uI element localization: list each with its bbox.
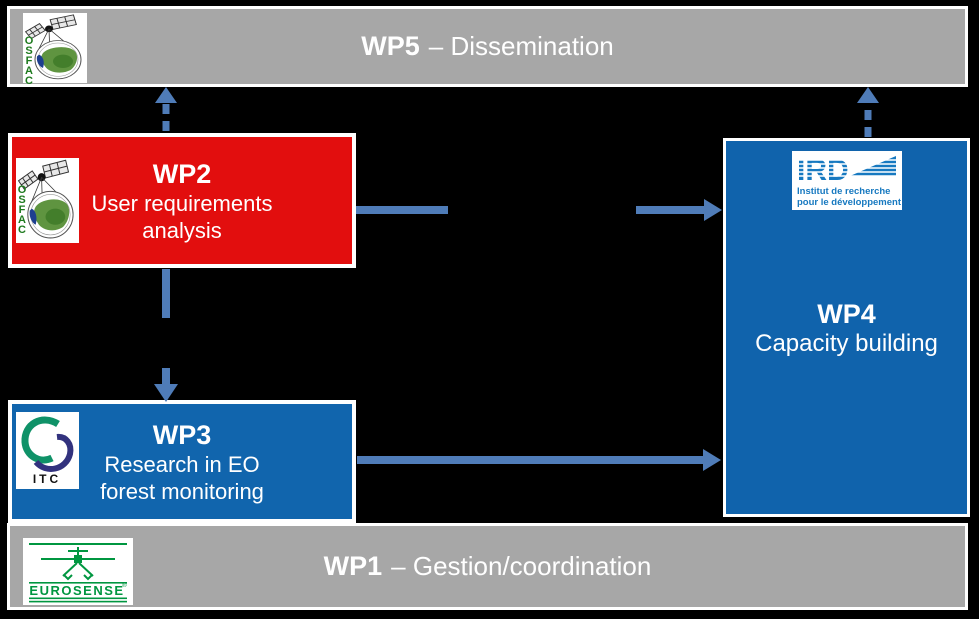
arrow-wp4-to-wp5: [857, 87, 879, 137]
osfac-logo-text: OSFAC: [23, 34, 35, 85]
wp3-subtitle-line1: Research in EO: [104, 451, 260, 477]
wp5-title: WP5 – Dissemination: [361, 31, 614, 62]
osfac-logo-text: OSFAC: [16, 184, 28, 235]
wp3-box: ITC WP3 Research in EO forest monitoring: [8, 400, 356, 523]
wp1-title-bold: WP1: [323, 551, 383, 581]
satellite-globe-icon: [24, 14, 82, 80]
ird-subtitle-line2: pour le développement: [797, 197, 902, 208]
wp3-title: WP3: [152, 419, 212, 450]
registered-mark-icon: ®: [122, 581, 127, 589]
ird-logo-text: IRD: [797, 154, 849, 187]
aircraft-icon: [41, 547, 115, 581]
wp5-dissemination-bar: OSFAC WP5 – Dissemination: [7, 6, 968, 87]
itc-logo-text: ITC: [33, 472, 61, 486]
wp5-title-rest: – Dissemination: [428, 31, 614, 61]
wp4-subtitle-line1: Capacity building: [755, 330, 938, 357]
arrow-wp2-to-wp3: [154, 269, 178, 402]
osfac-logo: OSFAC: [16, 158, 79, 243]
wp2-subtitle-line2: analysis: [142, 217, 222, 243]
eurosense-logo: EUROSENSE ®: [23, 538, 133, 605]
wp1-title: WP1 – Gestion/coordination: [324, 551, 652, 582]
eurosense-logo-text: EUROSENSE: [29, 583, 124, 598]
wp4-box: IRD Institut de recherche pour le dévelo…: [723, 138, 970, 517]
sail-icon: [849, 156, 896, 176]
wp3-subtitle-line2: forest monitoring: [100, 478, 264, 504]
ird-logo-graphic: IRD Institut de recherche pour le dévelo…: [795, 154, 902, 208]
wp2-box: OSFAC WP2 User requirements analysis: [8, 133, 356, 268]
wp4-title: WP4: [817, 299, 876, 329]
ird-logo: IRD Institut de recherche pour le dévelo…: [791, 151, 902, 210]
itc-logo: ITC: [16, 412, 79, 489]
itc-swirl-icon: ITC: [21, 416, 74, 486]
arrow-wp3-to-wp4: [357, 449, 721, 471]
arrow-wp2-to-wp5: [155, 87, 177, 131]
wp1-gestion-bar: EUROSENSE ® WP1 – Gestion/coordination: [7, 523, 968, 610]
eurosense-logo-graphic: EUROSENSE ®: [29, 543, 127, 603]
wp2-title: WP2: [152, 158, 212, 189]
ird-subtitle-line1: Institut de recherche: [797, 186, 890, 197]
osfac-logo: OSFAC: [23, 13, 87, 85]
satellite-globe-icon: [17, 159, 74, 239]
wp1-title-rest: – Gestion/coordination: [391, 551, 652, 581]
wp5-title-bold: WP5: [361, 31, 420, 61]
arrow-wp2-to-wp4: [356, 199, 722, 221]
wp2-subtitle-line1: User requirements: [91, 190, 273, 216]
